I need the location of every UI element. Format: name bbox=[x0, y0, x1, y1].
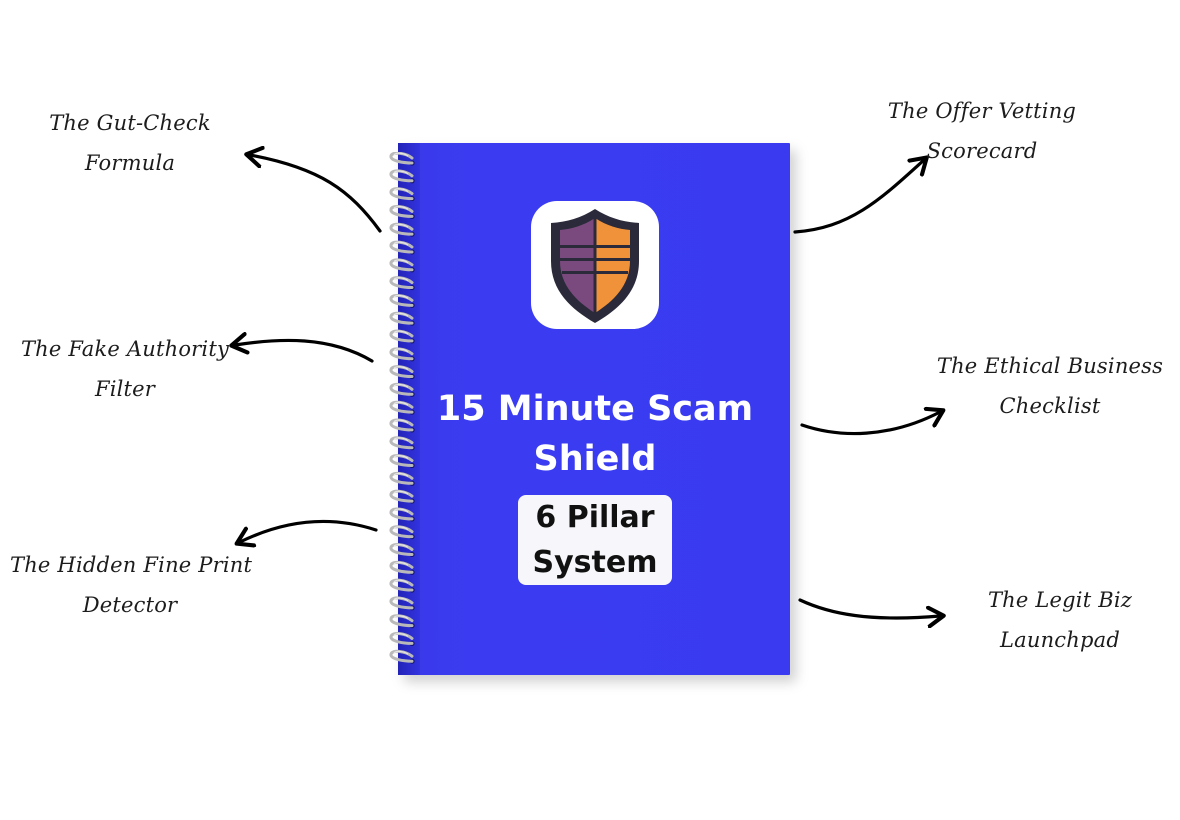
spiral-ring bbox=[389, 400, 415, 415]
spiral-ring bbox=[389, 258, 415, 273]
logo-tile bbox=[531, 201, 659, 329]
spiral-ring bbox=[389, 293, 415, 308]
pillar-label-gut-check: The Gut-Check Formula bbox=[49, 111, 211, 175]
arrow-fake-authority bbox=[235, 340, 374, 363]
spiral-ring bbox=[389, 436, 415, 451]
spiral-ring bbox=[389, 169, 415, 184]
spiral-ring bbox=[389, 365, 415, 380]
book-title: 15 Minute Scam Shield bbox=[436, 389, 754, 479]
notebook-binding-edge bbox=[398, 143, 420, 675]
spiral-ring bbox=[389, 347, 415, 362]
spiral-ring bbox=[389, 240, 415, 255]
spiral-ring bbox=[389, 311, 415, 326]
shield-icon bbox=[551, 209, 639, 323]
spiral-ring bbox=[389, 632, 415, 647]
arrow-gut-check bbox=[250, 155, 382, 233]
arrow-hidden-fine-print bbox=[240, 519, 378, 542]
spiral-ring bbox=[389, 525, 415, 540]
pillar-label-ethical-business: The Ethical Business Checklist bbox=[936, 354, 1164, 418]
spiral-ring bbox=[389, 418, 415, 433]
spiral-ring bbox=[389, 152, 415, 166]
spiral-ring bbox=[389, 507, 415, 522]
spiral-ring bbox=[389, 276, 415, 291]
spiral-ring bbox=[389, 578, 415, 593]
spiral-ring bbox=[389, 454, 415, 469]
spiral-ring bbox=[389, 543, 415, 558]
pillar-label-fake-authority: The Fake Authority Filter bbox=[20, 337, 230, 401]
spiral-ring bbox=[389, 187, 415, 202]
spiral-ring bbox=[389, 329, 415, 344]
pillar-label-offer-vetting: The Offer Vetting Scorecard bbox=[887, 99, 1077, 163]
arrow-ethical-business bbox=[800, 412, 940, 436]
spiral-ring bbox=[389, 596, 415, 611]
spiral-ring bbox=[389, 471, 415, 486]
spiral-binding bbox=[389, 152, 415, 664]
spiral-ring bbox=[389, 382, 415, 397]
pillar-label-legit-biz: The Legit Biz Launchpad bbox=[987, 588, 1133, 652]
spiral-ring bbox=[389, 489, 415, 504]
spiral-ring bbox=[389, 204, 415, 219]
arrow-legit-biz bbox=[798, 598, 940, 618]
spiral-ring bbox=[389, 560, 415, 575]
arrow-offer-vetting bbox=[793, 160, 924, 234]
system-badge: 6 Pillar System bbox=[518, 495, 672, 585]
spiral-ring bbox=[389, 222, 415, 237]
pillar-label-hidden-fine-print: The Hidden Fine Print Detector bbox=[10, 553, 253, 617]
spiral-ring bbox=[389, 614, 415, 629]
spiral-ring bbox=[389, 649, 415, 664]
